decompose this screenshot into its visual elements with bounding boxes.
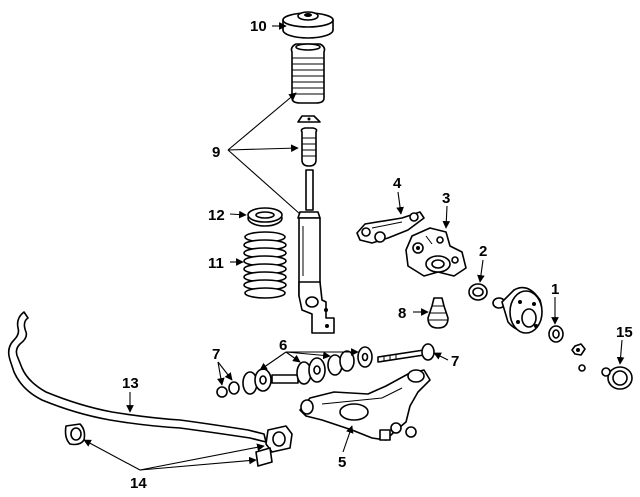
callout-3: 3 <box>442 190 450 207</box>
seal-ring-icon[interactable] <box>468 283 488 301</box>
bump-stop-cap-icon[interactable] <box>297 115 321 123</box>
callout-11: 11 <box>208 255 224 272</box>
strut-mount-icon[interactable] <box>282 11 334 39</box>
callout-7-right: 7 <box>451 353 459 370</box>
callout-8: 8 <box>398 305 406 322</box>
dust-boot-icon[interactable] <box>290 43 326 104</box>
callout-labels: 10 9 12 11 4 3 2 1 15 8 6 7 7 13 5 14 <box>122 18 633 492</box>
coil-spring-icon[interactable] <box>243 231 287 299</box>
strut-assembly-icon[interactable] <box>297 169 335 334</box>
callout-10: 10 <box>250 18 267 35</box>
steering-knuckle-icon[interactable] <box>405 227 467 277</box>
wheel-bearing-icon[interactable] <box>548 325 564 343</box>
callout-9: 9 <box>212 144 220 161</box>
callout-14: 14 <box>130 475 147 492</box>
callout-7-left: 7 <box>212 346 220 363</box>
spring-insulator-icon[interactable] <box>247 207 283 227</box>
bump-stop-icon[interactable] <box>300 127 318 167</box>
grease-cap-icon[interactable] <box>601 366 633 390</box>
hub-nut-icon[interactable] <box>571 343 586 372</box>
callout-2: 2 <box>479 243 487 260</box>
ball-joint-boot-icon[interactable] <box>427 297 449 329</box>
callout-15: 15 <box>616 324 633 341</box>
bushing-set-icon[interactable] <box>242 346 373 395</box>
callout-4: 4 <box>393 175 402 192</box>
wheel-hub-icon[interactable] <box>492 286 543 334</box>
callout-13: 13 <box>122 375 139 392</box>
callout-5: 5 <box>338 454 346 471</box>
lower-control-arm-icon[interactable] <box>299 369 431 441</box>
stabilizer-bushing-icon[interactable] <box>64 423 293 467</box>
callout-1: 1 <box>551 281 559 298</box>
bolt-nut-icon[interactable] <box>216 343 435 398</box>
leader-lines <box>83 22 625 471</box>
callout-12: 12 <box>208 207 225 224</box>
steering-arm-icon[interactable] <box>356 211 425 244</box>
callout-6: 6 <box>279 337 287 354</box>
